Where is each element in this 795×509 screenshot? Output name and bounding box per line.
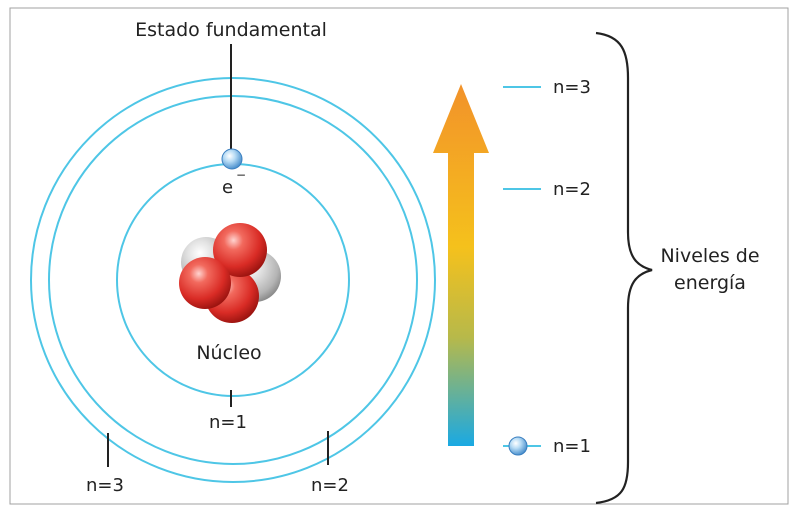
orbit-n2	[48, 95, 418, 465]
energy-arrow	[433, 84, 489, 446]
orbit-n1-label: n=1	[209, 412, 247, 433]
electron-label: e	[222, 177, 233, 198]
title: Estado fundamental	[135, 19, 327, 41]
nucleus-label: Núcleo	[196, 342, 261, 364]
energy-brace	[595, 31, 653, 505]
proton	[213, 223, 267, 277]
frame-border	[9, 7, 789, 505]
brace-label-line1: Niveles de	[660, 245, 759, 267]
energy-level-electron	[508, 436, 528, 456]
energy-level-n1-label: n=1	[553, 436, 591, 457]
proton	[179, 257, 231, 309]
brace-label-line2: energía	[674, 272, 746, 294]
orbit-n3	[30, 77, 436, 483]
nucleus	[179, 223, 281, 323]
energy-level-n3-label: n=3	[553, 77, 591, 98]
orbit-n3-label: n=3	[86, 475, 124, 496]
electron	[221, 148, 243, 170]
energy-level-n2-label: n=2	[553, 179, 591, 200]
electron-charge: −	[236, 168, 246, 182]
orbit-n2-label: n=2	[311, 475, 349, 496]
